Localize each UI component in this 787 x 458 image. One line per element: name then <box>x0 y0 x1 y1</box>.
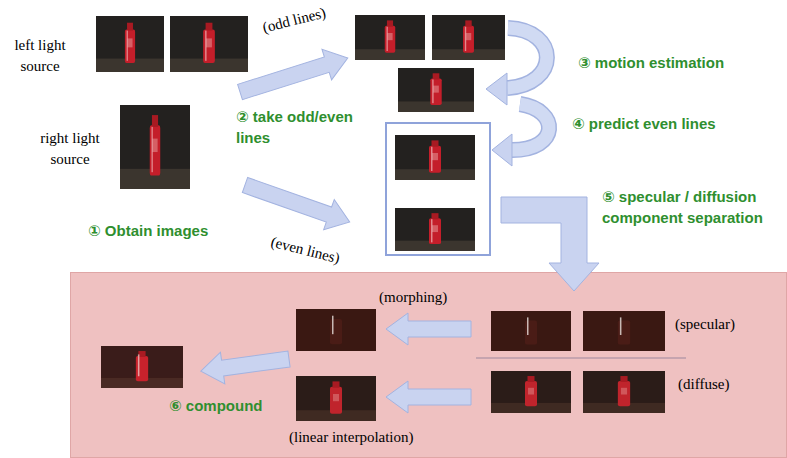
text-label: left light source <box>4 35 76 77</box>
text-label: (linear interpolation) <box>289 427 414 448</box>
curved-arrow <box>492 104 549 166</box>
text-label: (even lines) <box>269 232 342 269</box>
flow-arrow <box>235 43 352 107</box>
photo <box>398 68 474 112</box>
step-label: ④ predict even lines <box>572 113 716 134</box>
photo <box>491 371 571 413</box>
photo <box>296 309 376 351</box>
group-frame <box>386 123 490 255</box>
text-label: (specular) <box>675 314 735 335</box>
divider <box>476 357 686 359</box>
step-label: ② take odd/even lines <box>236 106 371 148</box>
flow-arrow <box>386 313 471 345</box>
photo <box>96 16 164 72</box>
flow-arrow <box>240 170 355 237</box>
photo <box>355 15 425 60</box>
flow-arrow <box>501 197 599 291</box>
text-label: right light source <box>28 128 112 170</box>
flow-arrow <box>199 343 292 387</box>
photo <box>296 376 376 421</box>
text-label: (odd lines) <box>260 3 328 39</box>
step-label: ③ motion estimation <box>578 52 724 73</box>
step-label: ① Obtain images <box>88 220 208 241</box>
photo <box>583 311 665 351</box>
curved-arrow <box>486 28 547 105</box>
step-label: ⑥ compound <box>169 395 263 416</box>
process-band: (morphing) (specular) (diffuse) ⑥ compound (… <box>70 272 787 458</box>
photo <box>583 371 665 413</box>
text-label: (diffuse) <box>678 374 729 395</box>
photo <box>101 346 183 388</box>
flow-arrow <box>386 381 471 413</box>
text-label: (morphing) <box>379 287 447 308</box>
photo <box>432 15 505 60</box>
photo <box>491 311 571 351</box>
photo <box>120 105 190 189</box>
step-label: ⑤ specular / diffusion component separat… <box>602 186 782 228</box>
photo <box>395 208 475 251</box>
photo <box>170 16 248 72</box>
photo <box>395 135 475 180</box>
